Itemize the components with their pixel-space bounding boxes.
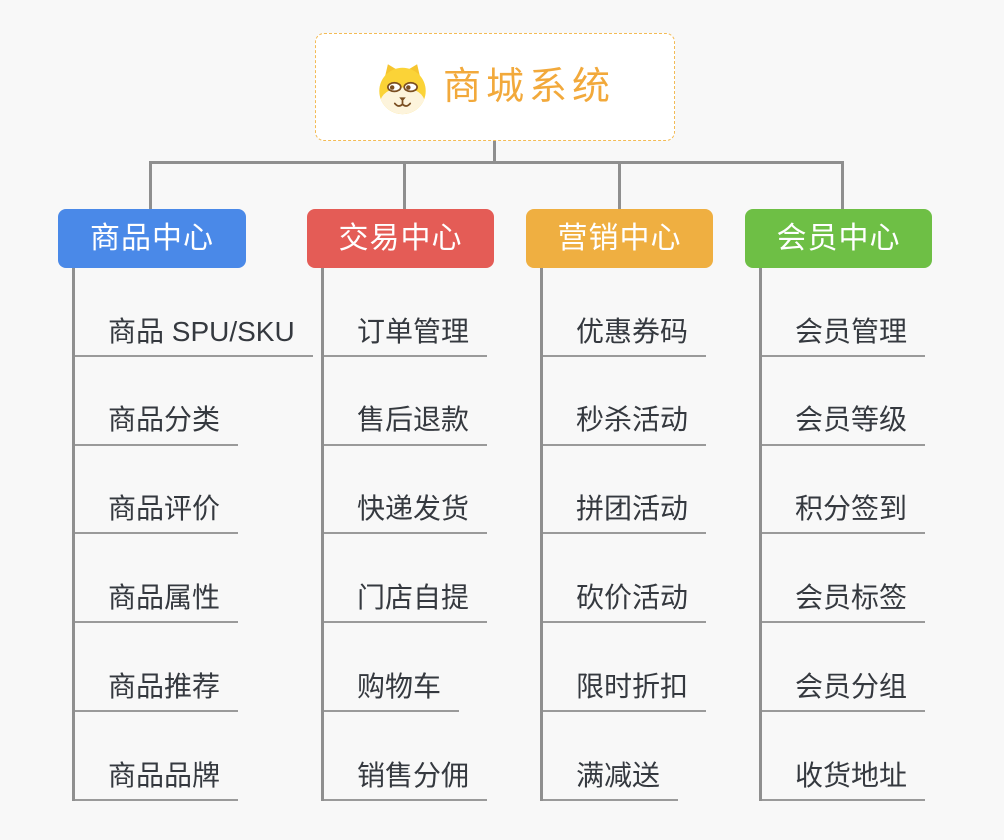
branch-node-marketing-center[interactable]: 营销中心 <box>526 209 713 268</box>
dog-face-icon <box>379 63 426 114</box>
root-connector-line <box>493 140 496 162</box>
leaf-row: 销售分佣 <box>324 712 488 801</box>
leaf-item[interactable]: 商品评价 <box>75 493 239 535</box>
leaf-list-product-center: 商品 SPU/SKU 商品分类 商品评价 商品属性 商品推荐 商品品牌 <box>72 268 313 801</box>
leaf-row: 售后退款 <box>324 357 488 446</box>
leaf-item[interactable]: 会员管理 <box>762 316 926 357</box>
leaf-list-member-center: 会员管理 会员等级 积分签到 会员标签 会员分组 收货地址 <box>759 268 926 801</box>
leaf-item[interactable]: 快递发货 <box>324 493 488 535</box>
leaf-item[interactable]: 限时折扣 <box>543 671 707 712</box>
root-node[interactable]: 商城系统 <box>315 33 675 141</box>
trunk-connector-line <box>149 161 844 164</box>
leaf-row: 会员标签 <box>762 534 926 624</box>
leaf-row: 订单管理 <box>324 268 488 357</box>
leaf-row: 会员等级 <box>762 357 926 446</box>
leaf-item[interactable]: 商品推荐 <box>75 671 239 712</box>
leaf-item[interactable]: 销售分佣 <box>324 760 488 801</box>
branch-node-member-center[interactable]: 会员中心 <box>745 209 932 268</box>
leaf-list-trade-center: 订单管理 售后退款 快递发货 门店自提 购物车 销售分佣 <box>321 268 488 801</box>
branch-connector-stub <box>841 162 844 209</box>
leaf-item[interactable]: 商品 SPU/SKU <box>75 316 313 357</box>
leaf-item[interactable]: 商品品牌 <box>75 760 239 801</box>
leaf-row: 砍价活动 <box>543 534 707 624</box>
leaf-row: 购物车 <box>324 623 487 712</box>
branch-connector-stub <box>618 162 621 209</box>
leaf-row: 会员分组 <box>762 623 926 712</box>
leaf-item[interactable]: 会员分组 <box>762 671 926 712</box>
leaf-item[interactable]: 订单管理 <box>324 316 488 357</box>
leaf-item[interactable]: 收货地址 <box>762 760 926 801</box>
leaf-item[interactable]: 秒杀活动 <box>543 404 707 446</box>
leaf-item[interactable]: 优惠券码 <box>543 316 707 357</box>
leaf-item[interactable]: 满减送 <box>543 760 679 801</box>
leaf-item[interactable]: 购物车 <box>324 671 460 712</box>
leaf-row: 商品推荐 <box>75 623 313 712</box>
leaf-row: 满减送 <box>543 712 706 801</box>
branch-node-trade-center[interactable]: 交易中心 <box>307 209 494 268</box>
branch-label: 交易中心 <box>338 221 463 255</box>
branch-connector-stub <box>403 162 406 209</box>
branch-label: 营销中心 <box>557 221 682 255</box>
leaf-item[interactable]: 商品属性 <box>75 582 239 624</box>
leaf-row: 拼团活动 <box>543 446 707 535</box>
branch-connector-stub <box>149 162 152 209</box>
leaf-row: 商品分类 <box>75 357 313 446</box>
leaf-row: 优惠券码 <box>543 268 707 357</box>
branch-label: 商品中心 <box>90 221 214 255</box>
leaf-item[interactable]: 砍价活动 <box>543 582 707 624</box>
leaf-list-marketing-center: 优惠券码 秒杀活动 拼团活动 砍价活动 限时折扣 满减送 <box>540 268 707 801</box>
leaf-row: 商品评价 <box>75 446 313 535</box>
leaf-row: 会员管理 <box>762 268 926 357</box>
leaf-item[interactable]: 售后退款 <box>324 404 488 446</box>
leaf-row: 积分签到 <box>762 446 926 535</box>
branch-node-product-center[interactable]: 商品中心 <box>58 209 246 268</box>
leaf-item[interactable]: 商品分类 <box>75 404 239 446</box>
leaf-item[interactable]: 积分签到 <box>762 493 926 535</box>
leaf-row: 商品品牌 <box>75 712 313 801</box>
leaf-row: 商品 SPU/SKU <box>75 268 313 357</box>
leaf-row: 商品属性 <box>75 534 313 624</box>
leaf-row: 收货地址 <box>762 712 926 801</box>
leaf-item[interactable]: 会员等级 <box>762 404 926 446</box>
leaf-item[interactable]: 门店自提 <box>324 582 488 624</box>
leaf-item[interactable]: 会员标签 <box>762 582 926 624</box>
leaf-item[interactable]: 拼团活动 <box>543 493 707 535</box>
root-node-title: 商城系统 <box>442 66 615 108</box>
leaf-row: 快递发货 <box>324 446 488 535</box>
leaf-row: 秒杀活动 <box>543 357 707 446</box>
leaf-row: 限时折扣 <box>543 623 707 712</box>
leaf-row: 门店自提 <box>324 534 488 624</box>
branch-label: 会员中心 <box>776 221 901 255</box>
